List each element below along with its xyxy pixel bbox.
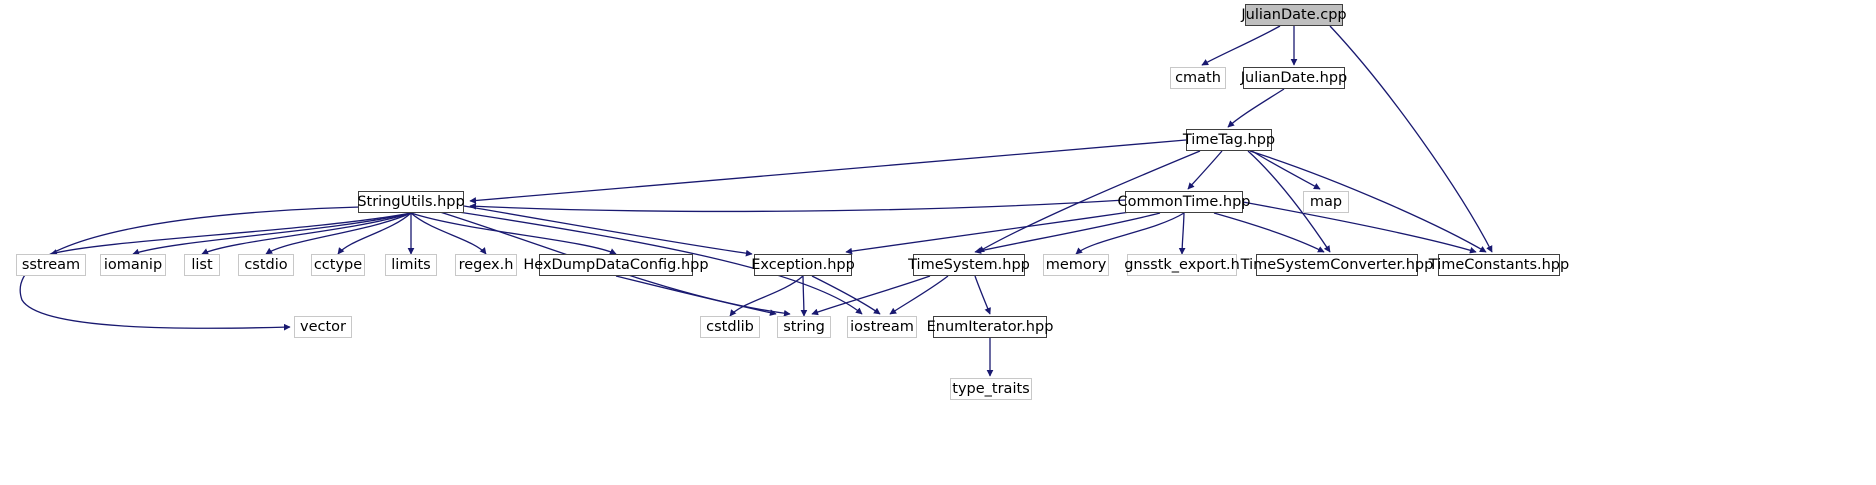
graph-edge-stringutils-hpp-to-exception-hpp (463, 205, 753, 257)
graph-node-list[interactable]: list (184, 254, 220, 276)
graph-node-label: sstream (21, 256, 81, 273)
graph-edge-stringutils-hpp-to-sstream (50, 212, 412, 256)
graph-node-label: gnsstk_export.h (1124, 256, 1240, 273)
graph-edge-timesystem-hpp-to-iostream (889, 275, 949, 315)
graph-node-regex-h[interactable]: regex.h (455, 254, 517, 276)
graph-node-label: list (191, 256, 213, 273)
graph-node-commontime-hpp[interactable]: CommonTime.hpp (1118, 191, 1251, 213)
graph-node-label: EnumIterator.hpp (926, 318, 1054, 335)
graph-node-juliandate-hpp[interactable]: JulianDate.hpp (1240, 67, 1348, 89)
graph-node-timesystem-hpp[interactable]: TimeSystem.hpp (908, 254, 1030, 276)
graph-edge-stringutils-hpp-to-list (201, 212, 412, 255)
graph-node-type-traits[interactable]: type_traits (950, 378, 1032, 400)
graph-node-label: JulianDate.cpp (1241, 6, 1347, 23)
graph-node-vector[interactable]: vector (294, 316, 352, 338)
graph-node-label: cctype (313, 256, 363, 273)
graph-node-cctype[interactable]: cctype (311, 254, 365, 276)
graph-edge-juliandate-cpp-to-cmath (1201, 25, 1281, 66)
graph-node-label: CommonTime.hpp (1117, 193, 1251, 210)
graph-node-cstdlib[interactable]: cstdlib (700, 316, 760, 338)
graph-edge-stringutils-hpp-to-cstdio (265, 212, 412, 255)
graph-node-label: TimeTag.hpp (1182, 131, 1276, 148)
graph-node-label: JulianDate.hpp (1240, 69, 1348, 86)
graph-node-iostream[interactable]: iostream (847, 316, 917, 338)
graph-node-exception-hpp[interactable]: Exception.hpp (751, 254, 855, 276)
graph-node-label: cstdio (244, 256, 288, 273)
graph-node-gnsstk-export-h[interactable]: gnsstk_export.h (1124, 254, 1240, 276)
graph-edge-stringutils-hpp-to-cctype (337, 212, 412, 255)
graph-edge-timetag-hpp-to-timesystemconverter (1247, 150, 1331, 253)
graph-edge-stringutils-hpp-to-iostream (451, 210, 863, 315)
graph-edge-hexdumpdataconfig-hpp-to-string (615, 275, 777, 316)
graph-edge-exception-hpp-to-string (800, 275, 808, 317)
graph-node-label: iostream (850, 318, 914, 335)
graph-edge-exception-hpp-to-iostream (811, 275, 881, 315)
graph-node-label: cstdlib (706, 318, 754, 335)
graph-edge-commontime-hpp-to-memory (1075, 212, 1185, 255)
graph-node-cstdio[interactable]: cstdio (238, 254, 294, 276)
graph-node-label: TimeSystemConverter.hpp (1240, 256, 1434, 273)
graph-node-timesystemconverter[interactable]: TimeSystemConverter.hpp (1241, 254, 1433, 276)
graph-node-juliandate-cpp[interactable]: JulianDate.cpp (1241, 4, 1347, 26)
graph-edge-commontime-hpp-to-timeconstants-hpp (1242, 201, 1477, 254)
graph-node-label: iomanip (103, 256, 163, 273)
graph-edge-timetag-hpp-to-map (1251, 150, 1321, 190)
graph-node-label: type_traits (952, 380, 1030, 397)
graph-node-cmath[interactable]: cmath (1170, 67, 1226, 89)
graph-edge-stringutils-hpp-to-hexdumpdataconfig-hpp (410, 212, 617, 255)
graph-node-label: cmath (1175, 69, 1221, 86)
graph-node-label: HexDumpDataConfig.hpp (523, 256, 709, 273)
graph-node-label: Exception.hpp (751, 256, 855, 273)
graph-node-label: limits (391, 256, 431, 273)
graph-edge-juliandate-hpp-to-timetag-hpp (1227, 88, 1285, 128)
graph-edge-timetag-hpp-to-timesystem-hpp (977, 150, 1201, 253)
graph-node-stringutils-hpp[interactable]: StringUtils.hpp (357, 191, 465, 213)
graph-edge-stringutils-hpp-to-vector (19, 206, 361, 331)
graph-node-label: TimeConstants.hpp (1428, 256, 1570, 273)
graph-edge-timetag-hpp-to-commontime-hpp (1187, 150, 1223, 190)
graph-edge-commontime-hpp-to-gnsstk-export-h (1178, 212, 1186, 255)
graph-node-label: TimeSystem.hpp (908, 256, 1030, 273)
graph-node-label: map (1309, 193, 1343, 210)
graph-node-label: memory (1045, 256, 1107, 273)
graph-node-map[interactable]: map (1303, 191, 1349, 213)
graph-node-enumiterator-hpp[interactable]: EnumIterator.hpp (927, 316, 1053, 338)
graph-node-label: vector (300, 318, 346, 335)
graph-edge-commontime-hpp-to-timesystemconverter (1213, 212, 1325, 253)
graph-node-label: regex.h (458, 256, 514, 273)
graph-edge-stringutils-hpp-to-regex-h (410, 212, 487, 255)
graph-node-sstream[interactable]: sstream (16, 254, 86, 276)
graph-edge-timesystem-hpp-to-string (811, 275, 931, 316)
graph-node-timeconstants-hpp[interactable]: TimeConstants.hpp (1429, 254, 1569, 276)
graph-node-iomanip[interactable]: iomanip (100, 254, 166, 276)
graph-edge-timetag-hpp-to-stringutils-hpp (469, 139, 1187, 204)
graph-node-limits[interactable]: limits (385, 254, 437, 276)
graph-node-label: StringUtils.hpp (357, 193, 465, 210)
graph-edge-commontime-hpp-to-stringutils-hpp (469, 199, 1126, 213)
graph-edge-stringutils-hpp-to-iomanip (132, 212, 412, 256)
graph-node-hexdumpdataconfig-hpp[interactable]: HexDumpDataConfig.hpp (523, 254, 709, 276)
graph-node-label: string (783, 318, 825, 335)
graph-edge-commontime-hpp-to-timesystem-hpp (974, 212, 1161, 254)
graph-node-timetag-hpp[interactable]: TimeTag.hpp (1183, 129, 1275, 151)
graph-edge-commontime-hpp-to-exception-hpp (845, 211, 1131, 255)
graph-edge-timesystem-hpp-to-enumiterator-hpp (974, 275, 991, 315)
graph-node-string[interactable]: string (777, 316, 831, 338)
graph-edge-timetag-hpp-to-timeconstants-hpp (1249, 150, 1487, 253)
graph-edge-juliandate-cpp-to-timeconstants-hpp (1329, 25, 1493, 253)
graph-node-memory[interactable]: memory (1043, 254, 1109, 276)
